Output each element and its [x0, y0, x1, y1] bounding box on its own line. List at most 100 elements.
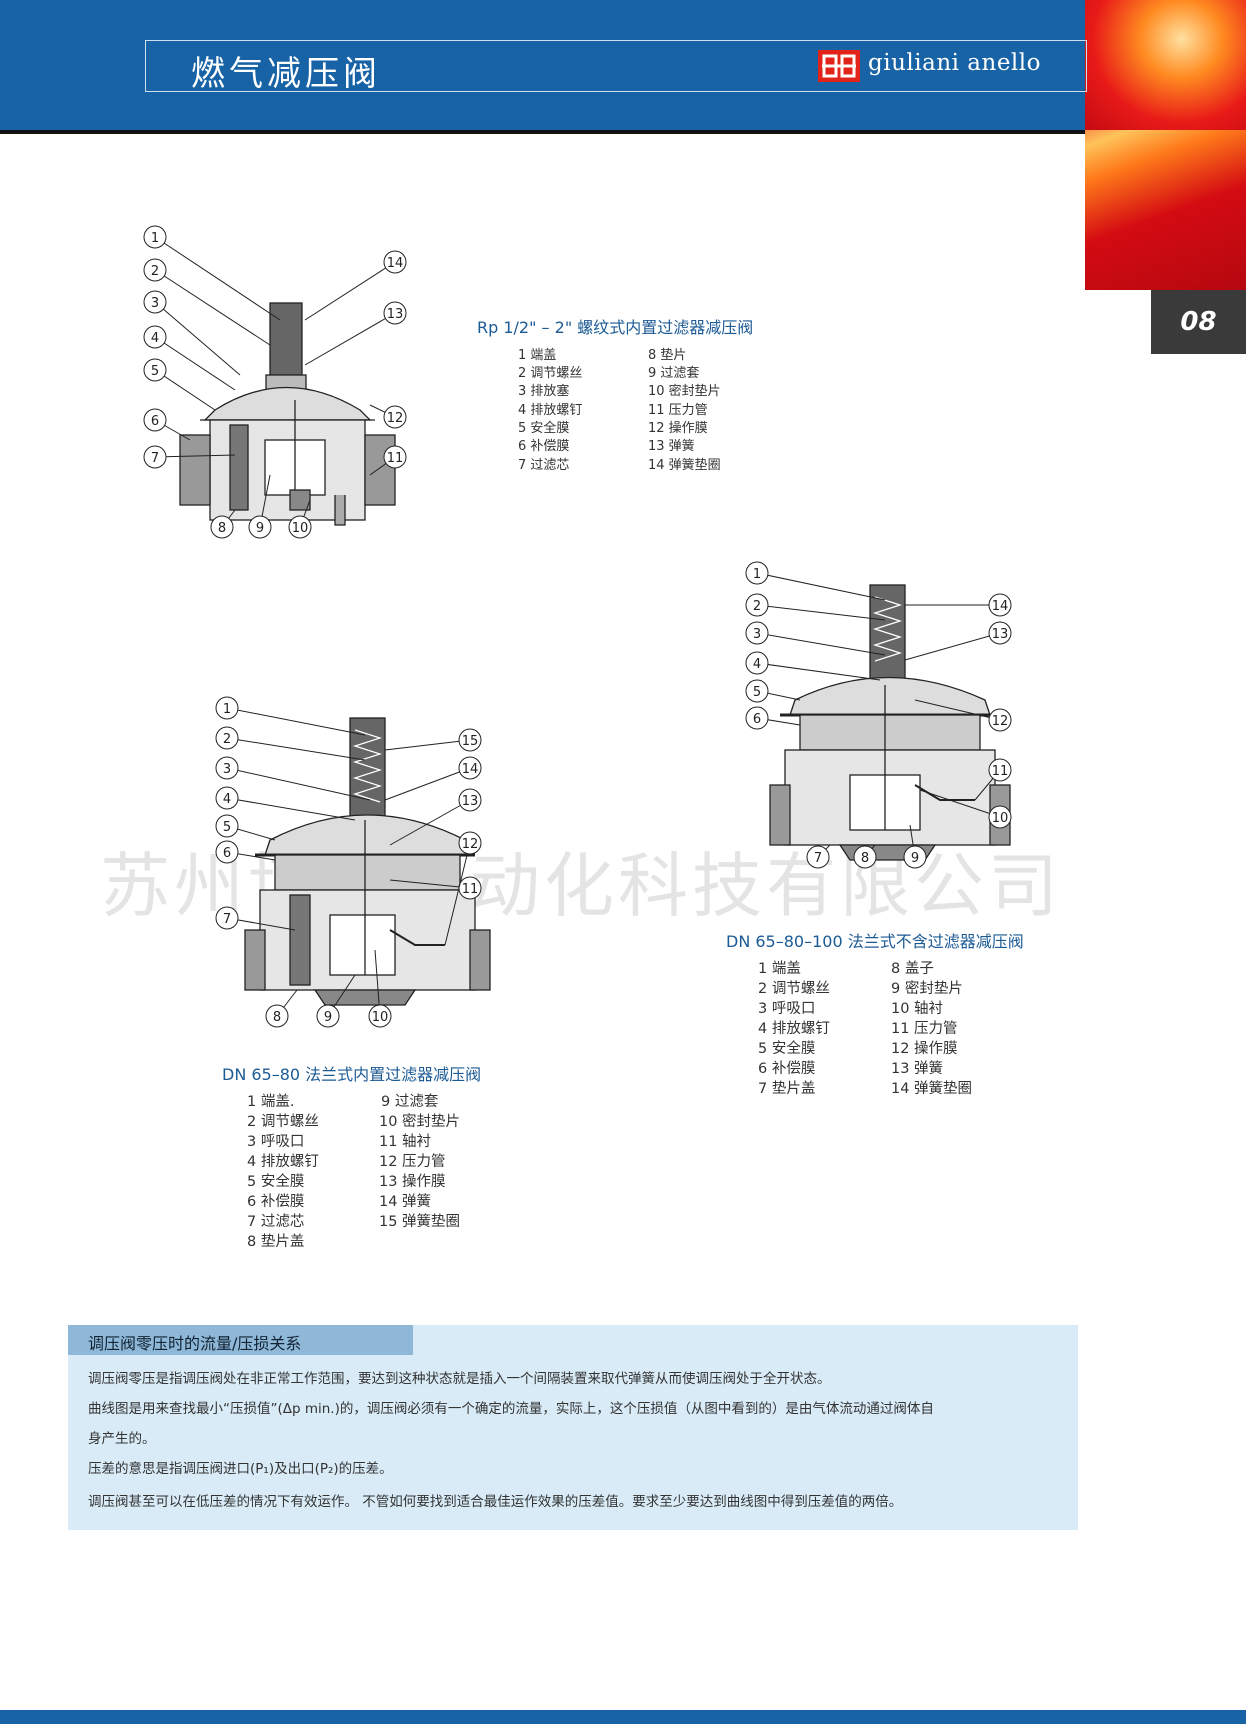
diagram3-caption: DN 65–80–100 法兰式不含过滤器减压阀 — [726, 932, 1024, 951]
part-item: 8 垫片 — [648, 348, 687, 363]
callout-number: 2 — [753, 599, 761, 614]
info-line: 曲线图是用来查找最小“压损值”(Δp min.)的，调压阀必须有一个确定的流量，… — [88, 1401, 934, 1417]
part-item: 14 弹簧垫圈 — [891, 1081, 973, 1097]
diagram3-parts-list: 1 端盖 2 调节螺丝 3 呼吸口 4 排放螺钉 5 安全膜 6 补偿膜 7 垫… — [758, 957, 998, 1097]
callout-circle — [215, 814, 239, 838]
page-title: 燃气减压阀 — [191, 54, 381, 94]
title-frame: 燃气减压阀 — [145, 40, 1087, 94]
callout-circle — [143, 358, 167, 382]
brand-name: giuliani anello — [868, 50, 1041, 76]
callout-number: 7 — [814, 851, 822, 866]
part-item: 13 弹簧 — [648, 439, 695, 454]
callout-leader — [304, 312, 396, 366]
callout-leader — [154, 236, 281, 321]
callout-number: 4 — [223, 792, 231, 807]
callout-number: 3 — [223, 762, 231, 777]
part-item: 13 弹簧 — [891, 1061, 944, 1077]
part-item: 8 盖子 — [891, 961, 934, 977]
part-item: 4 排放螺钉 — [518, 403, 583, 418]
part-item: 14 弹簧垫圈 — [648, 458, 721, 473]
callout-leader — [226, 737, 366, 761]
callout-circle — [383, 405, 407, 429]
part-item: 2 调节螺丝 — [758, 981, 830, 997]
callout-circle — [215, 726, 239, 750]
callout-number: 13 — [992, 627, 1009, 642]
callout-number: 14 — [387, 256, 404, 271]
callout-circle — [458, 728, 482, 752]
callout-circle — [210, 515, 234, 539]
part-item: 3 呼吸口 — [758, 1001, 816, 1017]
callout-circle — [988, 708, 1012, 732]
part-item: 1 端盖 — [758, 961, 801, 977]
part-item: 12 压力管 — [379, 1154, 446, 1170]
callout-number: 1 — [223, 702, 231, 717]
callout-leader — [756, 632, 886, 656]
header-bar — [0, 0, 1090, 130]
callout-number: 3 — [151, 296, 159, 311]
callout-leader — [154, 369, 216, 411]
callout-leader — [154, 301, 241, 376]
callout-number: 9 — [256, 521, 264, 536]
part-item: 12 操作膜 — [891, 1041, 958, 1057]
diagram1-caption: Rp 1/2" – 2" 螺纹式内置过滤器减压阀 — [477, 318, 754, 337]
callout-circle — [988, 621, 1012, 645]
callout-circle — [215, 756, 239, 780]
part-item: 6 补偿膜 — [518, 439, 570, 454]
info-title-bar: 调压阀零压时的流量/压损关系 — [68, 1325, 413, 1355]
part-item: 7 垫片盖 — [758, 1081, 816, 1097]
part-item: 9 密封垫片 — [891, 981, 963, 997]
part-item: 15 弹簧垫圈 — [379, 1214, 461, 1230]
callout-leader — [226, 767, 371, 801]
diagram1-parts-list: 1 端盖 2 调节螺丝 3 排放塞 4 排放螺钉 5 安全膜 6 补偿膜 7 过… — [518, 344, 758, 474]
page-number-tab: 08 — [1151, 290, 1246, 354]
callout-leader — [444, 842, 471, 946]
info-line: 调压阀零压是指调压阀处在非正常工作范围，要达到这种状态就是插入一个间隔装置来取代… — [88, 1371, 831, 1387]
part-item: 2 调节螺丝 — [518, 366, 583, 381]
callout-leader — [756, 604, 886, 621]
callout-number: 6 — [151, 414, 159, 429]
callout-number: 15 — [462, 734, 479, 749]
callout-number: 8 — [273, 1010, 281, 1025]
callout-number: 11 — [992, 764, 1009, 779]
callout-circle — [458, 831, 482, 855]
part-item: 4 排放螺钉 — [247, 1154, 319, 1170]
part-item: 8 垫片盖 — [247, 1234, 305, 1250]
callout-leader — [304, 261, 396, 321]
callout-number: 7 — [223, 912, 231, 927]
callout-number: 4 — [151, 331, 159, 346]
part-item: 6 补偿膜 — [758, 1061, 816, 1077]
callout-circle — [215, 696, 239, 720]
callout-number: 5 — [223, 820, 231, 835]
callout-number: 13 — [387, 307, 404, 322]
info-line: 身产生的。 — [88, 1431, 156, 1447]
callout-circle — [903, 845, 927, 869]
part-item: 13 操作膜 — [379, 1174, 446, 1190]
callout-circle — [745, 593, 769, 617]
part-item: 6 补偿膜 — [247, 1194, 305, 1210]
part-item: 4 排放螺钉 — [758, 1021, 830, 1037]
callout-number: 1 — [151, 231, 159, 246]
callout-circle — [745, 706, 769, 730]
callout-circle — [288, 515, 312, 539]
callout-circle — [745, 679, 769, 703]
callout-leader — [919, 789, 1001, 818]
part-item: 5 安全膜 — [518, 421, 570, 436]
callout-number: 9 — [911, 851, 919, 866]
callout-number: 10 — [292, 521, 309, 536]
callout-leader — [154, 454, 236, 458]
callout-number: 5 — [753, 685, 761, 700]
callout-circle — [143, 225, 167, 249]
part-item: 5 安全膜 — [247, 1174, 305, 1190]
callout-circle — [458, 756, 482, 780]
callout-circle — [383, 445, 407, 469]
callout-circle — [316, 1004, 340, 1028]
callout-number: 14 — [992, 599, 1009, 614]
callout-leader — [756, 662, 881, 681]
part-item: 9 过滤套 — [381, 1094, 439, 1110]
callout-circle — [215, 840, 239, 864]
part-item: 11 压力管 — [648, 403, 708, 418]
callout-leader — [904, 632, 1001, 661]
callout-number: 7 — [151, 451, 159, 466]
callout-leader — [226, 797, 356, 821]
callout-circle — [143, 445, 167, 469]
